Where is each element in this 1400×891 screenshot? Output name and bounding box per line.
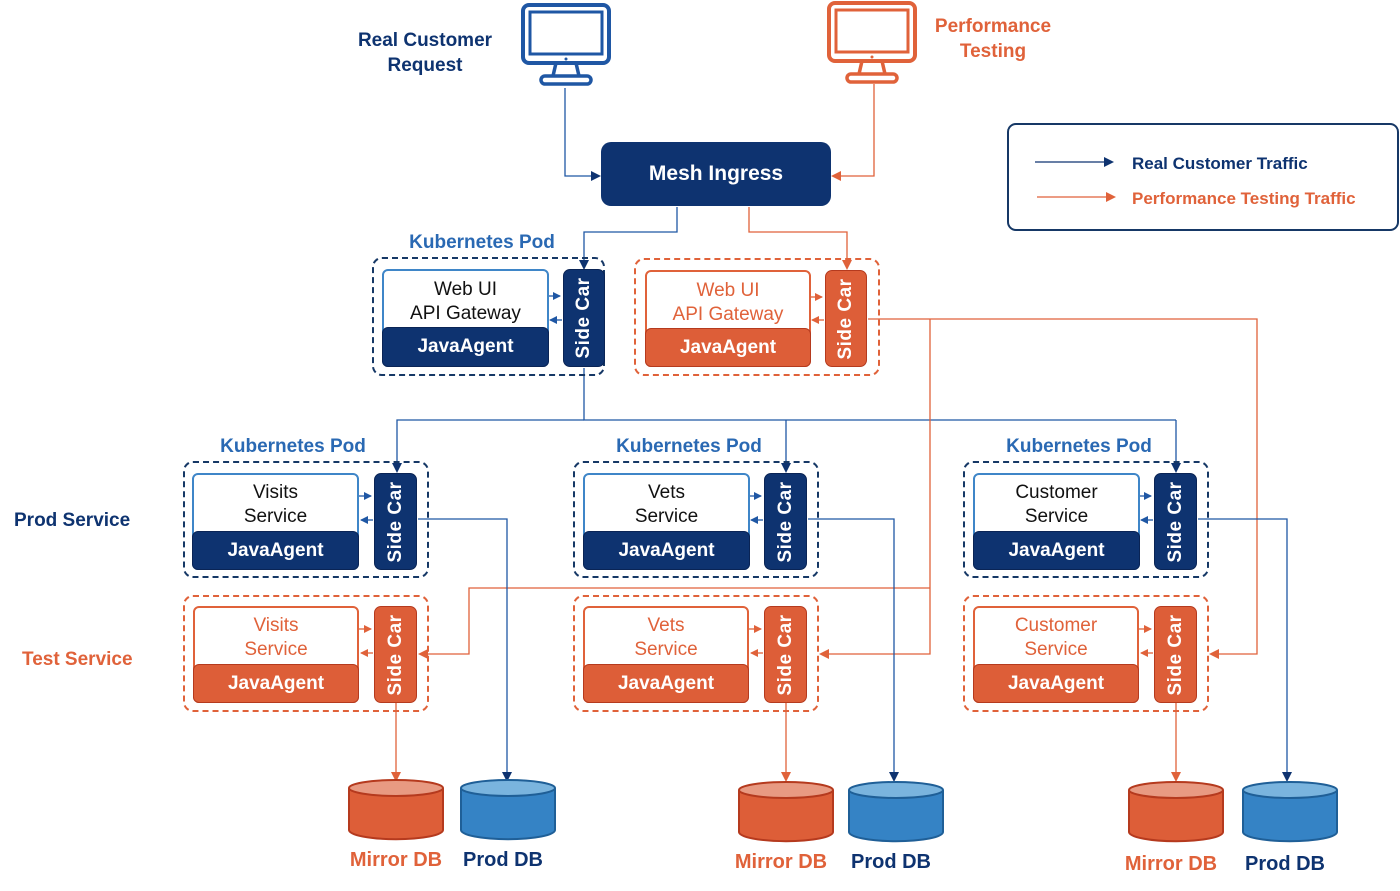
- service-name-line: Service: [244, 639, 308, 660]
- vets-test-pod: [573, 595, 819, 712]
- visits-prod-sidecar[interactable]: Side Car: [374, 473, 417, 570]
- vets-mirror-db-label: Mirror DB: [734, 851, 828, 873]
- vets-test-sidecar[interactable]: Side Car: [764, 606, 807, 703]
- sidecar-label: Side Car: [835, 277, 856, 360]
- customer-test-sidecar[interactable]: Side Car: [1154, 606, 1197, 703]
- gateway-prod-javaagent[interactable]: JavaAgent: [382, 327, 549, 367]
- service-name: Web UI API Gateway: [647, 279, 809, 327]
- wire-real-to-ingress: [564, 88, 601, 181]
- service-name-line: API Gateway: [410, 303, 521, 324]
- gateway-prod-sidecar[interactable]: Side Car: [563, 269, 605, 367]
- sidecar-label: Side Car: [573, 277, 594, 359]
- performance-testing-label: Performance Testing: [918, 14, 1068, 64]
- service-name-line: Visits: [253, 615, 299, 636]
- customer-prod-db-icon[interactable]: [1240, 780, 1340, 844]
- vets-prod-db-label: Prod DB: [851, 851, 931, 873]
- real-customer-monitor-icon: [521, 3, 611, 86]
- visits-pod-label: Kubernetes Pod: [220, 436, 366, 457]
- visits-mirror-db-icon[interactable]: [346, 778, 446, 842]
- service-name-line: Customer: [1015, 482, 1098, 503]
- legend-perf-label: Performance Testing Traffic: [1132, 189, 1356, 208]
- wire-visits-to-proddb: [418, 518, 512, 782]
- customer-prod-pod: [963, 461, 1209, 578]
- vets-prod-pod: [573, 461, 819, 578]
- service-name-line: Service: [634, 506, 699, 527]
- service-name-line: Visits: [252, 482, 299, 503]
- service-name: Web UI API Gateway: [384, 278, 547, 326]
- service-name-line: Customer: [1014, 615, 1098, 636]
- service-name-line: Web UI: [433, 279, 497, 300]
- customer-prod-javaagent[interactable]: JavaAgent: [973, 531, 1140, 570]
- service-name-line: Service: [243, 506, 308, 527]
- gateway-test-pod: [634, 258, 880, 376]
- mesh-ingress-label: Mesh Ingress: [648, 162, 784, 185]
- vets-prod-db-icon[interactable]: [846, 780, 946, 844]
- customer-pod-label: Kubernetes Pod: [1006, 436, 1152, 457]
- vets-prod-javaagent[interactable]: JavaAgent: [583, 531, 750, 570]
- service-name-line: Web UI: [696, 280, 760, 301]
- customer-test-javaagent[interactable]: JavaAgent: [973, 664, 1139, 703]
- service-name-line: API Gateway: [672, 304, 784, 325]
- label-line: Request: [387, 55, 463, 76]
- wire-perf-to-ingress: [831, 84, 875, 181]
- label-line: Testing: [959, 41, 1027, 62]
- visits-prod-javaagent[interactable]: JavaAgent: [192, 531, 359, 570]
- visits-prod-db-label: Prod DB: [463, 849, 543, 871]
- wire-vets-to-proddb: [808, 518, 899, 782]
- service-name: Customer Service: [975, 614, 1137, 662]
- visits-prod-pod: [183, 461, 429, 578]
- service-name-line: Service: [1024, 639, 1088, 660]
- visits-test-pod: [183, 595, 429, 712]
- visits-mirror-db-label: Mirror DB: [349, 849, 443, 871]
- gateway-test-sidecar[interactable]: Side Car: [825, 270, 867, 367]
- service-name: Vets Service: [585, 614, 747, 662]
- legend: Real Customer Traffic Performance Testin…: [1007, 123, 1399, 231]
- sidecar-label: Side Car: [384, 480, 406, 563]
- test-service-row-label: Test Service: [22, 649, 133, 670]
- service-name: Visits Service: [194, 481, 357, 529]
- mesh-ingress[interactable]: Mesh Ingress: [601, 142, 831, 206]
- vets-prod-sidecar[interactable]: Side Car: [764, 473, 807, 570]
- sidecar-label: Side Car: [1164, 480, 1186, 563]
- visits-prod-db-icon[interactable]: [458, 778, 558, 842]
- vets-mirror-db-icon[interactable]: [736, 780, 836, 844]
- wire-customer-to-proddb: [1198, 518, 1292, 782]
- real-customer-request-label: Real Customer Request: [330, 28, 520, 78]
- performance-testing-monitor-icon: [827, 1, 917, 84]
- service-name-line: Service: [634, 639, 698, 660]
- sidecar-label: Side Car: [384, 613, 406, 696]
- gateway-test-javaagent[interactable]: JavaAgent: [645, 328, 811, 367]
- sidecar-label: Side Car: [774, 480, 796, 563]
- vets-test-javaagent[interactable]: JavaAgent: [583, 664, 749, 703]
- label-line: Performance: [934, 16, 1052, 37]
- service-name: Customer Service: [975, 481, 1138, 529]
- customer-mirror-db-icon[interactable]: [1126, 780, 1226, 844]
- prod-service-row-label: Prod Service: [14, 510, 131, 531]
- vets-pod-label: Kubernetes Pod: [616, 436, 762, 457]
- service-name-line: Vets: [648, 482, 685, 503]
- service-name: Vets Service: [585, 481, 748, 529]
- visits-test-sidecar[interactable]: Side Car: [374, 606, 417, 703]
- sidecar-label: Side Car: [1164, 613, 1186, 696]
- service-name: Visits Service: [195, 614, 357, 662]
- service-name-line: Service: [1024, 506, 1089, 527]
- customer-test-pod: [963, 595, 1209, 712]
- customer-prod-db-label: Prod DB: [1245, 853, 1325, 875]
- label-line: Real Customer: [357, 30, 493, 51]
- customer-mirror-db-label: Mirror DB: [1124, 853, 1218, 875]
- sidecar-label: Side Car: [774, 613, 796, 696]
- gateway-pod-label: Kubernetes Pod: [409, 232, 555, 253]
- visits-test-javaagent[interactable]: JavaAgent: [193, 664, 359, 703]
- legend-real-label: Real Customer Traffic: [1132, 154, 1308, 173]
- service-name-line: Vets: [647, 615, 685, 636]
- customer-prod-sidecar[interactable]: Side Car: [1154, 473, 1197, 570]
